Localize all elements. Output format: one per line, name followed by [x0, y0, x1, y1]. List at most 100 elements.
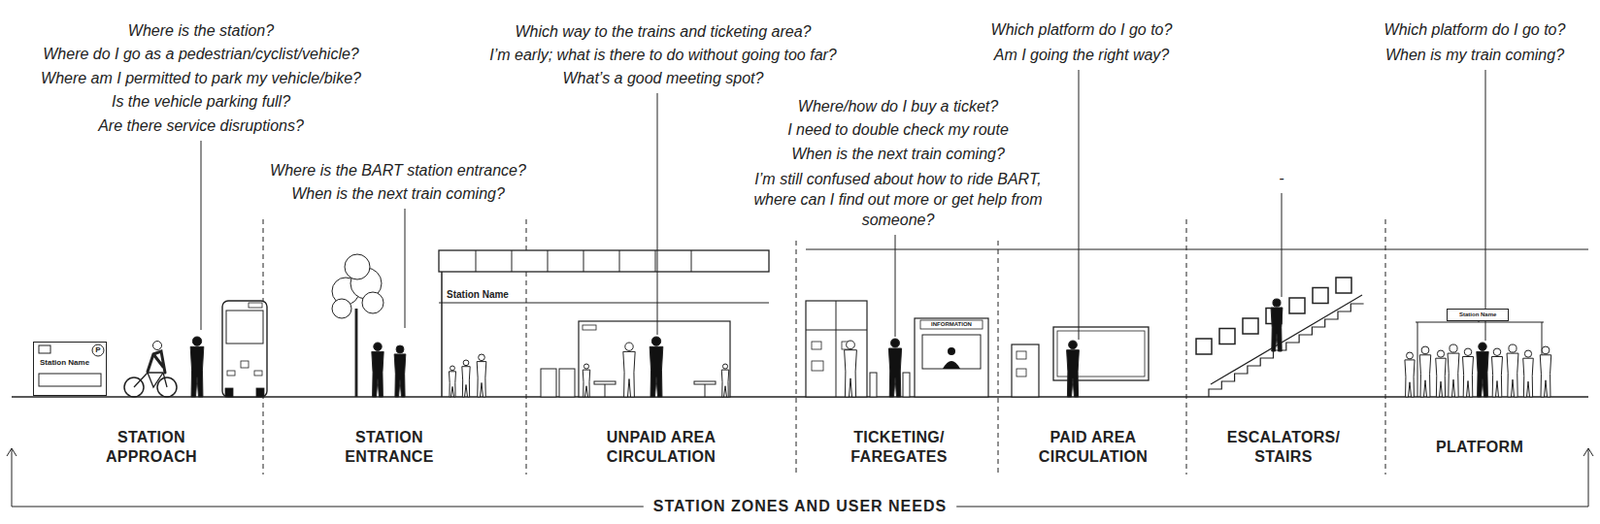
bracket-line	[956, 506, 1589, 508]
faregate	[902, 372, 910, 398]
cafe-table	[694, 381, 716, 385]
person-body	[1419, 355, 1431, 398]
leader-line	[1485, 69, 1487, 341]
tree-trunk	[355, 308, 359, 398]
person-body	[844, 350, 858, 398]
retail-shelter	[578, 321, 731, 398]
person-head	[478, 354, 486, 362]
agency-logo	[38, 345, 51, 354]
person-figure	[1066, 340, 1080, 398]
person-body	[1066, 350, 1080, 398]
attendant-head	[947, 347, 956, 356]
user-question: Where is the BART station entrance?	[269, 161, 527, 181]
leader-line	[895, 234, 897, 337]
table-leg	[604, 384, 606, 398]
booth-window	[922, 334, 981, 369]
person-body	[721, 369, 729, 398]
person-head	[1436, 350, 1444, 358]
person-body	[1463, 357, 1474, 399]
canopy-panel	[655, 250, 657, 272]
zone-name: PAID AREA CIRCULATION	[1029, 428, 1158, 467]
person-head	[722, 364, 728, 369]
leader-line	[200, 140, 202, 331]
information-booth	[914, 318, 989, 398]
sign-text: Station Name	[446, 288, 769, 301]
canopy-panel	[511, 250, 513, 272]
leader-line	[404, 208, 406, 329]
leader-line	[657, 93, 659, 335]
person-body	[1447, 353, 1460, 398]
user-question: Where is the station?	[128, 21, 274, 41]
bike-frame	[133, 372, 167, 388]
faregate	[869, 372, 877, 398]
person-body	[582, 369, 590, 398]
user-question: I’m early; what is there to do without g…	[489, 45, 837, 66]
bus-plate	[240, 361, 249, 368]
person-figure	[1270, 299, 1283, 352]
bracket-line	[11, 506, 644, 508]
person-figure	[1463, 348, 1474, 398]
platform-sign: Station Name	[1446, 308, 1509, 322]
user-question: Which platform do I go to?	[991, 20, 1173, 40]
cyclist	[147, 351, 166, 373]
person-body	[371, 351, 384, 398]
cafe-table	[594, 381, 616, 385]
person-head	[396, 345, 404, 354]
sign-text: P	[95, 345, 100, 356]
table-leg	[704, 384, 706, 398]
sign-text: Station Name	[1459, 310, 1497, 320]
person-figure	[1492, 348, 1503, 398]
user-question: What’s a good meeting spot?	[563, 68, 765, 89]
zone-divider	[796, 240, 798, 475]
person-head	[1464, 348, 1472, 357]
user-question: Are there service disruptions?	[98, 116, 304, 136]
add-fare-machine	[1011, 344, 1039, 398]
zone-divider	[998, 240, 1000, 475]
person-figure	[721, 364, 729, 398]
person-head	[625, 342, 634, 351]
tree-trunk	[355, 308, 359, 398]
wayfinding-sign	[1312, 288, 1329, 304]
canopy-panel	[583, 250, 585, 272]
wayfinding-sign	[1219, 329, 1235, 345]
person-body	[394, 354, 406, 398]
person-body	[888, 348, 901, 398]
person-body	[190, 346, 204, 398]
person-head	[846, 340, 856, 350]
machine-divider	[835, 300, 837, 398]
person-figure	[1506, 344, 1519, 398]
machine-slot	[1016, 368, 1027, 377]
user-question: Am I going the right way?	[994, 45, 1170, 66]
user-question: Where am I permitted to park my vehicle/…	[40, 68, 362, 89]
platform-post	[1417, 322, 1419, 398]
person-figure	[649, 336, 664, 398]
canopy-edge	[438, 302, 769, 304]
person-figure	[844, 340, 858, 398]
person-figure	[394, 345, 406, 398]
person-figure	[582, 364, 590, 398]
person-head	[1406, 352, 1414, 360]
person-head	[1068, 340, 1078, 350]
tree-foliage	[362, 292, 384, 314]
attendant-body	[942, 361, 961, 369]
canopy-panel	[475, 250, 477, 272]
canopy-panel	[547, 250, 549, 272]
person-head	[1478, 342, 1487, 351]
zone-divider	[1385, 219, 1387, 475]
person-head	[450, 366, 456, 371]
person-body	[1404, 360, 1415, 398]
zone-name: PLATFORM	[1414, 437, 1545, 458]
handrail	[1210, 295, 1363, 385]
person-body	[1492, 357, 1503, 399]
wayfinding-sign	[1335, 277, 1352, 294]
sign-panel	[38, 373, 101, 387]
bus-wheel	[256, 388, 265, 398]
user-question: -	[1278, 168, 1284, 189]
user-question: When is the next train coming?	[291, 184, 505, 204]
person-head	[1524, 350, 1532, 358]
person-figure	[371, 342, 384, 398]
ticket-machines	[805, 300, 867, 398]
sign-text: INFORMATION	[931, 320, 972, 329]
cyclist-head	[153, 341, 163, 351]
wayfinding-sign	[1196, 338, 1212, 355]
